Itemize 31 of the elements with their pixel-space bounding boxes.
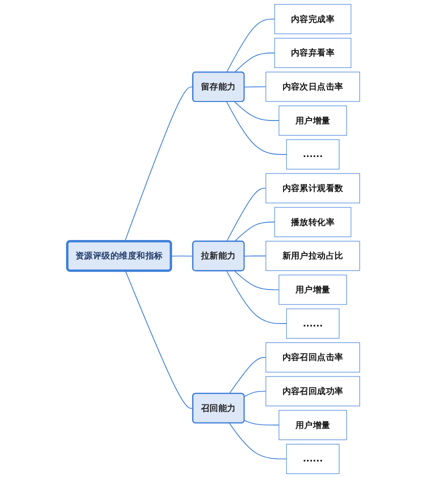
node-box: 内容累计观看数: [266, 173, 360, 204]
node-box: 用户增量: [278, 106, 347, 136]
node-box: 内容弃看率: [274, 38, 352, 68]
node-box: ......: [286, 444, 340, 474]
connector: [124, 86, 194, 242]
node-box: 播放转化率: [274, 207, 352, 238]
node-box: 内容完成率: [274, 4, 352, 34]
node-box: 内容召回成功率: [266, 376, 360, 406]
connector: [226, 270, 287, 324]
connector: [170, 256, 194, 257]
connector: [228, 357, 266, 394]
connector: [244, 390, 266, 397]
connector: [234, 52, 276, 73]
connector: [228, 422, 287, 460]
connector: [125, 270, 194, 409]
node-box: ......: [286, 308, 340, 339]
node-box: ......: [286, 139, 340, 170]
connector: [244, 420, 280, 426]
connector: [226, 101, 287, 155]
connector: [234, 222, 276, 242]
connector: [226, 188, 266, 242]
connector: [234, 270, 280, 290]
node-box: 新用户拉动占比: [266, 240, 360, 271]
node-box: 用户增量: [278, 410, 347, 440]
connector: [234, 101, 280, 121]
connector: [226, 18, 276, 73]
node-box: 内容召回点击率: [266, 342, 360, 372]
connector: [244, 86, 266, 88]
connector: [244, 256, 266, 257]
node-box: 用户增量: [278, 274, 347, 305]
node-box: 内容次日点击率: [266, 72, 360, 102]
